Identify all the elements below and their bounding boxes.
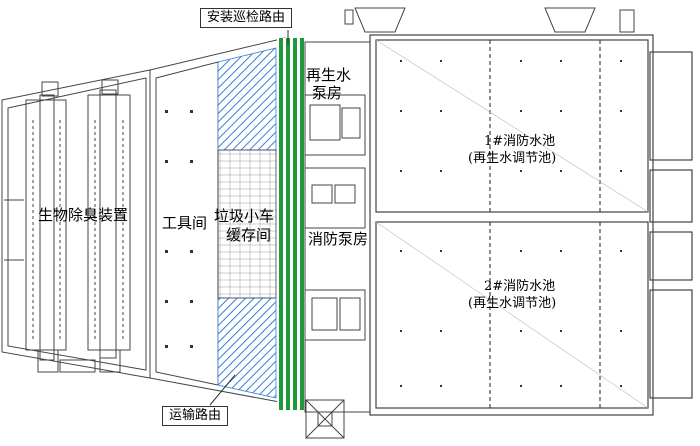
install-route-callout: 安装巡检路由 xyxy=(200,8,293,28)
cart-storage-line2: 缓存间 xyxy=(226,226,272,244)
pool1-line2: (再生水调节池) xyxy=(468,151,557,166)
pool2-line2: (再生水调节池) xyxy=(468,296,557,311)
transport-route-callout: 运输路由 xyxy=(162,406,229,426)
cart-grid xyxy=(217,149,277,299)
pool1-line1: 1#消防水池 xyxy=(484,134,556,149)
tool-room-label: 工具间 xyxy=(162,214,208,232)
top-equipment xyxy=(344,7,635,33)
install-route-stripes xyxy=(277,38,305,410)
deodorization-block xyxy=(1,69,151,379)
fire-pump-room-label: 消防泵房 xyxy=(308,230,369,248)
pool2-line1: 2#消防水池 xyxy=(484,279,556,294)
fire-pools xyxy=(369,34,693,416)
hatch-top xyxy=(217,47,277,151)
reclaimed-pump-line1: 再生水 xyxy=(306,66,352,84)
cart-storage-line1: 垃圾小车 xyxy=(214,207,275,225)
reclaimed-pump-line2: 泵房 xyxy=(312,84,343,102)
deodorization-label: 生物除臭装置 xyxy=(38,206,129,224)
hatch-bottom xyxy=(217,297,277,399)
